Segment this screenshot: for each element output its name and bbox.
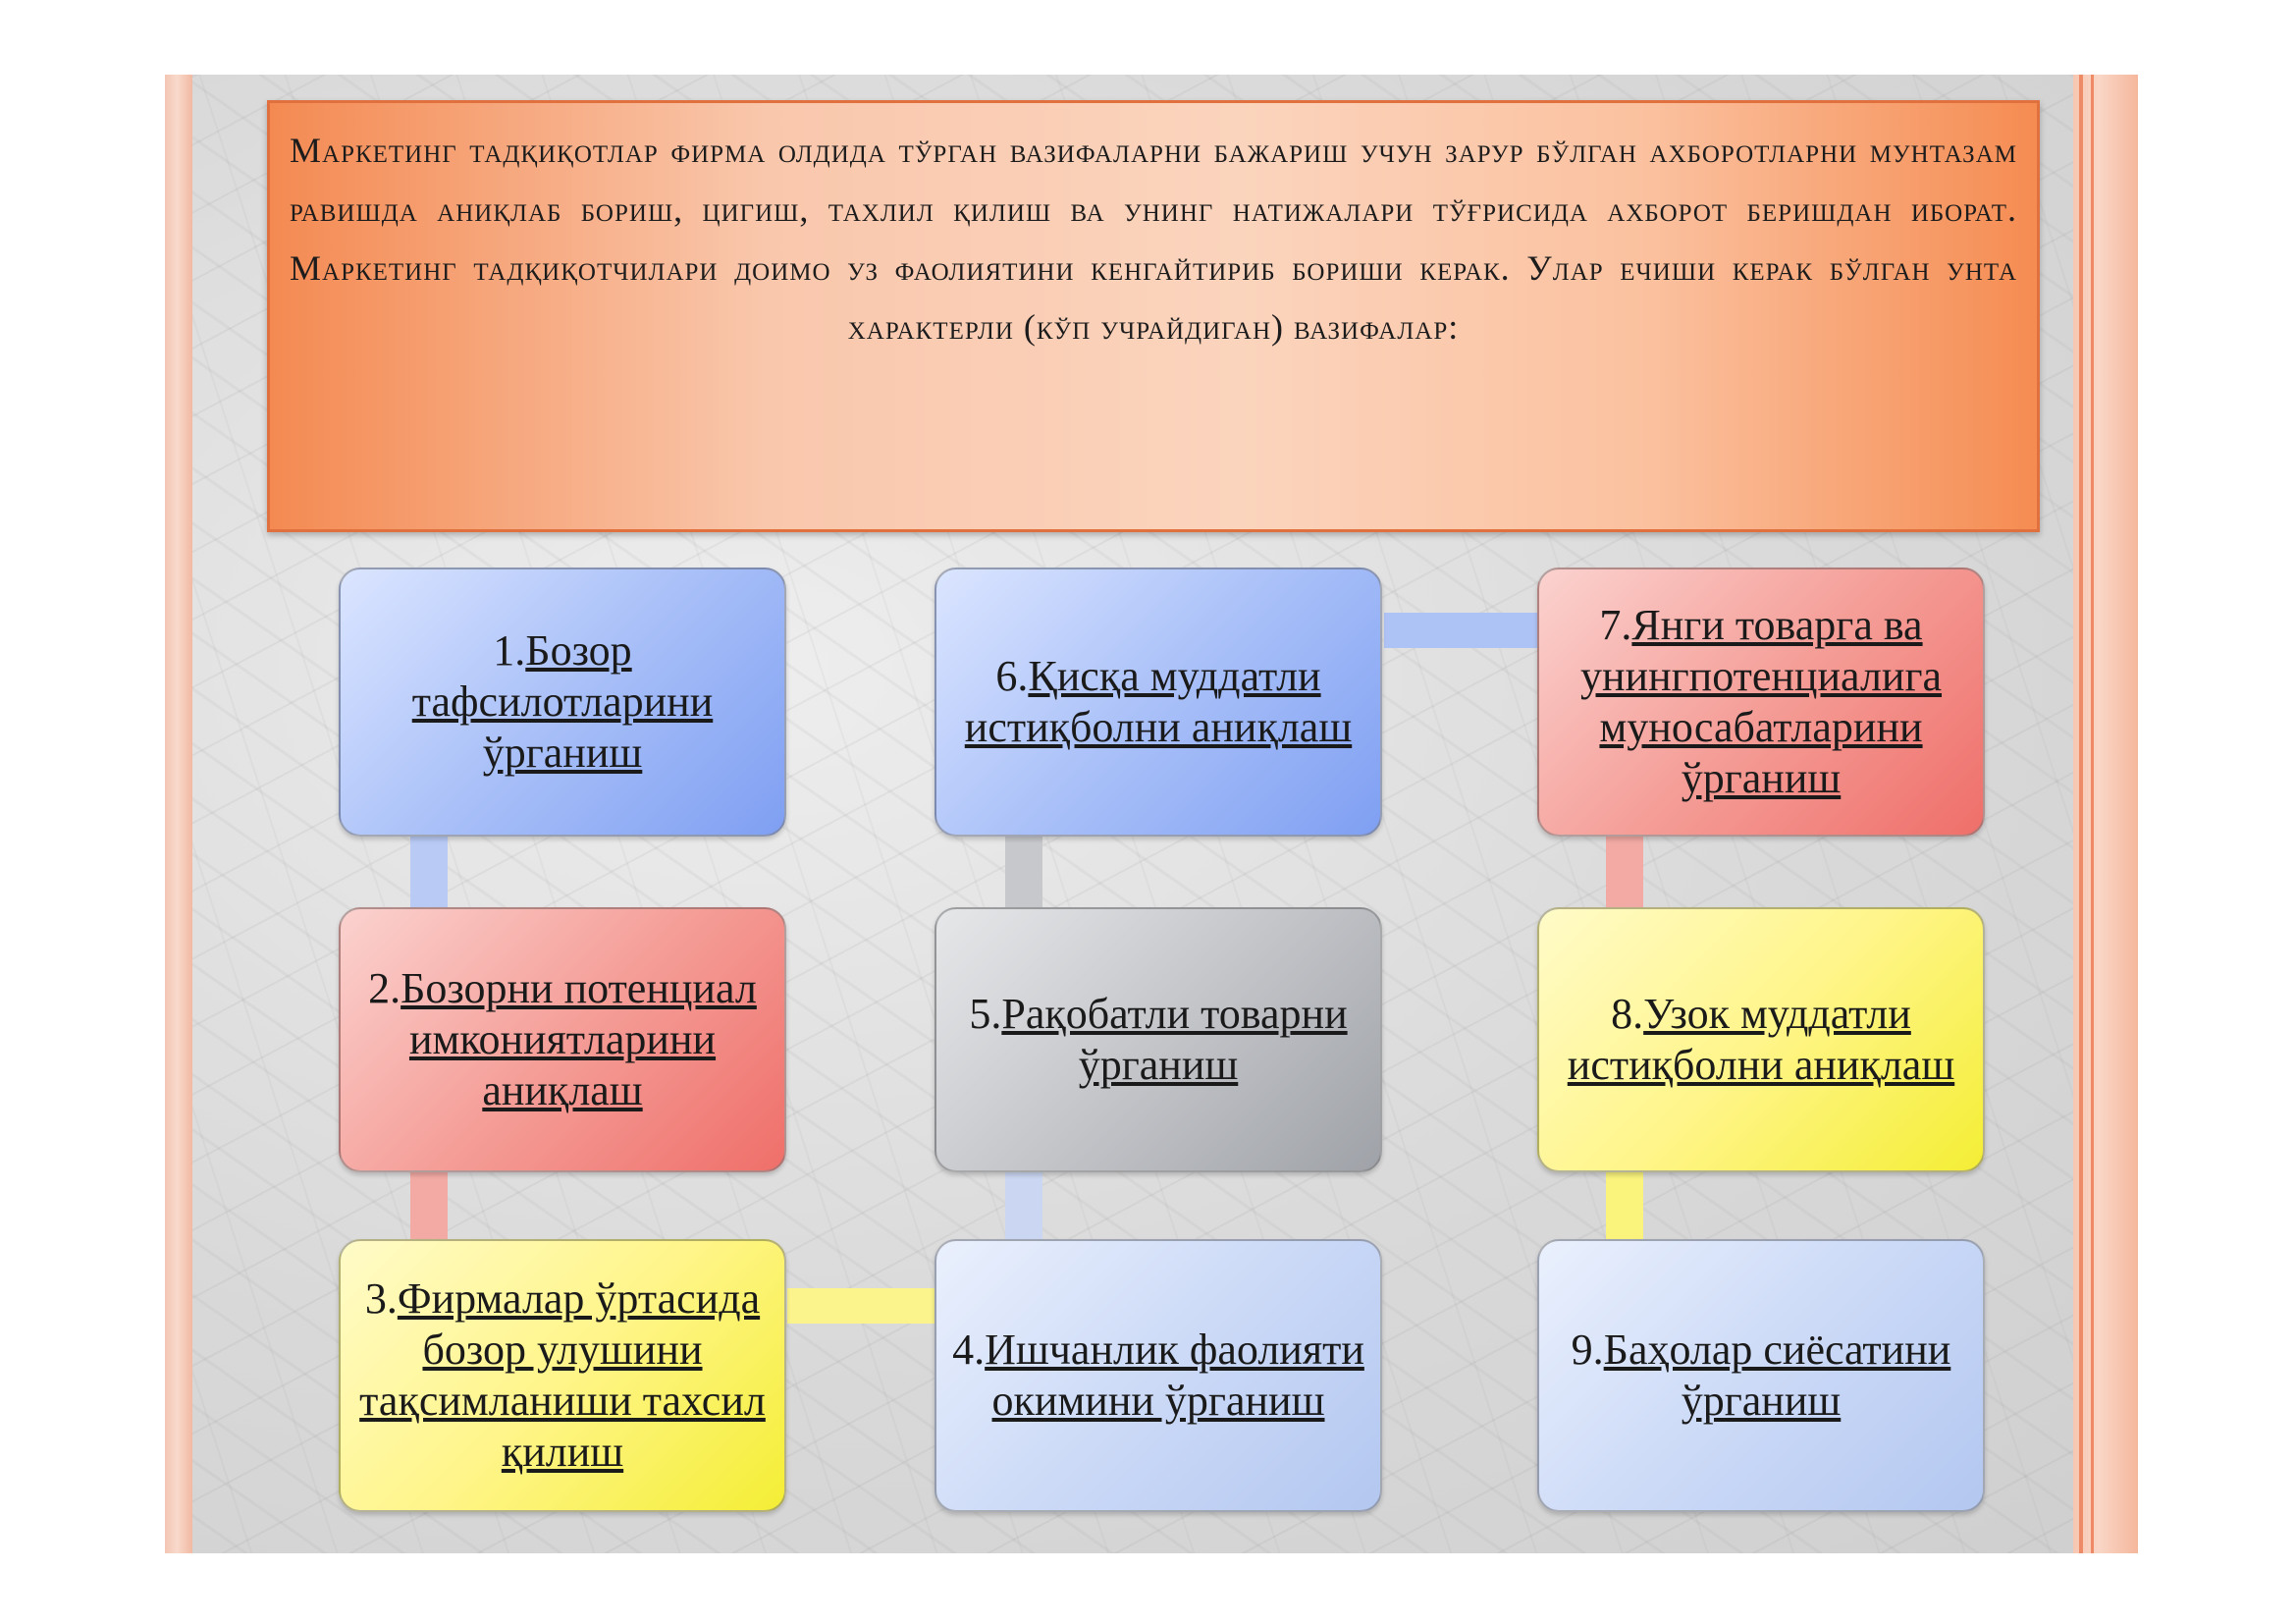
task-card-8: 8.Узок муддатли истиқболни аниқлаш	[1537, 907, 1985, 1172]
task-6-label: 6.Қисқа муддатли истиқболни аниқлаш	[964, 652, 1353, 751]
task-2-label: 2.Бозорни потенциал имкониятларини аниқл…	[368, 964, 757, 1114]
task-card-6: 6.Қисқа муддатли истиқболни аниқлаш	[934, 568, 1382, 837]
connector-5-6	[1005, 837, 1042, 907]
task-card-1: 1.Бозор тафсилотларини ўрганиш	[339, 568, 786, 837]
connector-1-2	[410, 837, 448, 907]
task-card-9: 9.Баҳолар сиёсатини ўрганиш	[1537, 1239, 1985, 1512]
connector-8-9	[1606, 1172, 1643, 1239]
task-card-7: 7.Янги товарга ва унингпотенциалига муно…	[1537, 568, 1985, 837]
task-card-4: 4.Ишчанлик фаолияти окимини ўрганиш	[934, 1239, 1382, 1512]
right-decorative-line	[2079, 75, 2083, 1553]
connector-6-7	[1384, 613, 1537, 648]
task-3-label: 3.Фирмалар ўртасида бозор улушини тақсим…	[359, 1274, 766, 1476]
task-card-2: 2.Бозорни потенциал имкониятларини аниқл…	[339, 907, 786, 1172]
connector-7-8	[1606, 837, 1643, 907]
header-box: Маркетинг тадқиқотлар фирма олдида тўрга…	[267, 100, 2040, 532]
connector-2-3	[410, 1172, 448, 1239]
header-text: Маркетинг тадқиқотлар фирма олдида тўрга…	[290, 131, 2017, 347]
left-decorative-strip	[165, 75, 192, 1553]
task-5-label: 5.Рақобатли товарни ўрганиш	[969, 990, 1348, 1089]
connector-3-4	[787, 1288, 934, 1324]
task-4-label: 4.Ишчанлик фаолияти окимини ўрганиш	[952, 1326, 1364, 1425]
task-card-3: 3.Фирмалар ўртасида бозор улушини тақсим…	[339, 1239, 786, 1512]
task-8-label: 8.Узок муддатли истиқболни аниқлаш	[1567, 990, 1955, 1089]
task-1-label: 1.Бозор тафсилотларини ўрганиш	[411, 626, 714, 777]
task-9-label: 9.Баҳолар сиёсатини ўрганиш	[1571, 1326, 1951, 1425]
right-decorative-band	[2073, 75, 2138, 1553]
connector-4-5	[1005, 1172, 1042, 1239]
right-decorative-line	[2091, 75, 2094, 1553]
task-card-5: 5.Рақобатли товарни ўрганиш	[934, 907, 1382, 1172]
task-7-label: 7.Янги товарга ва унингпотенциалига муно…	[1579, 601, 1943, 802]
